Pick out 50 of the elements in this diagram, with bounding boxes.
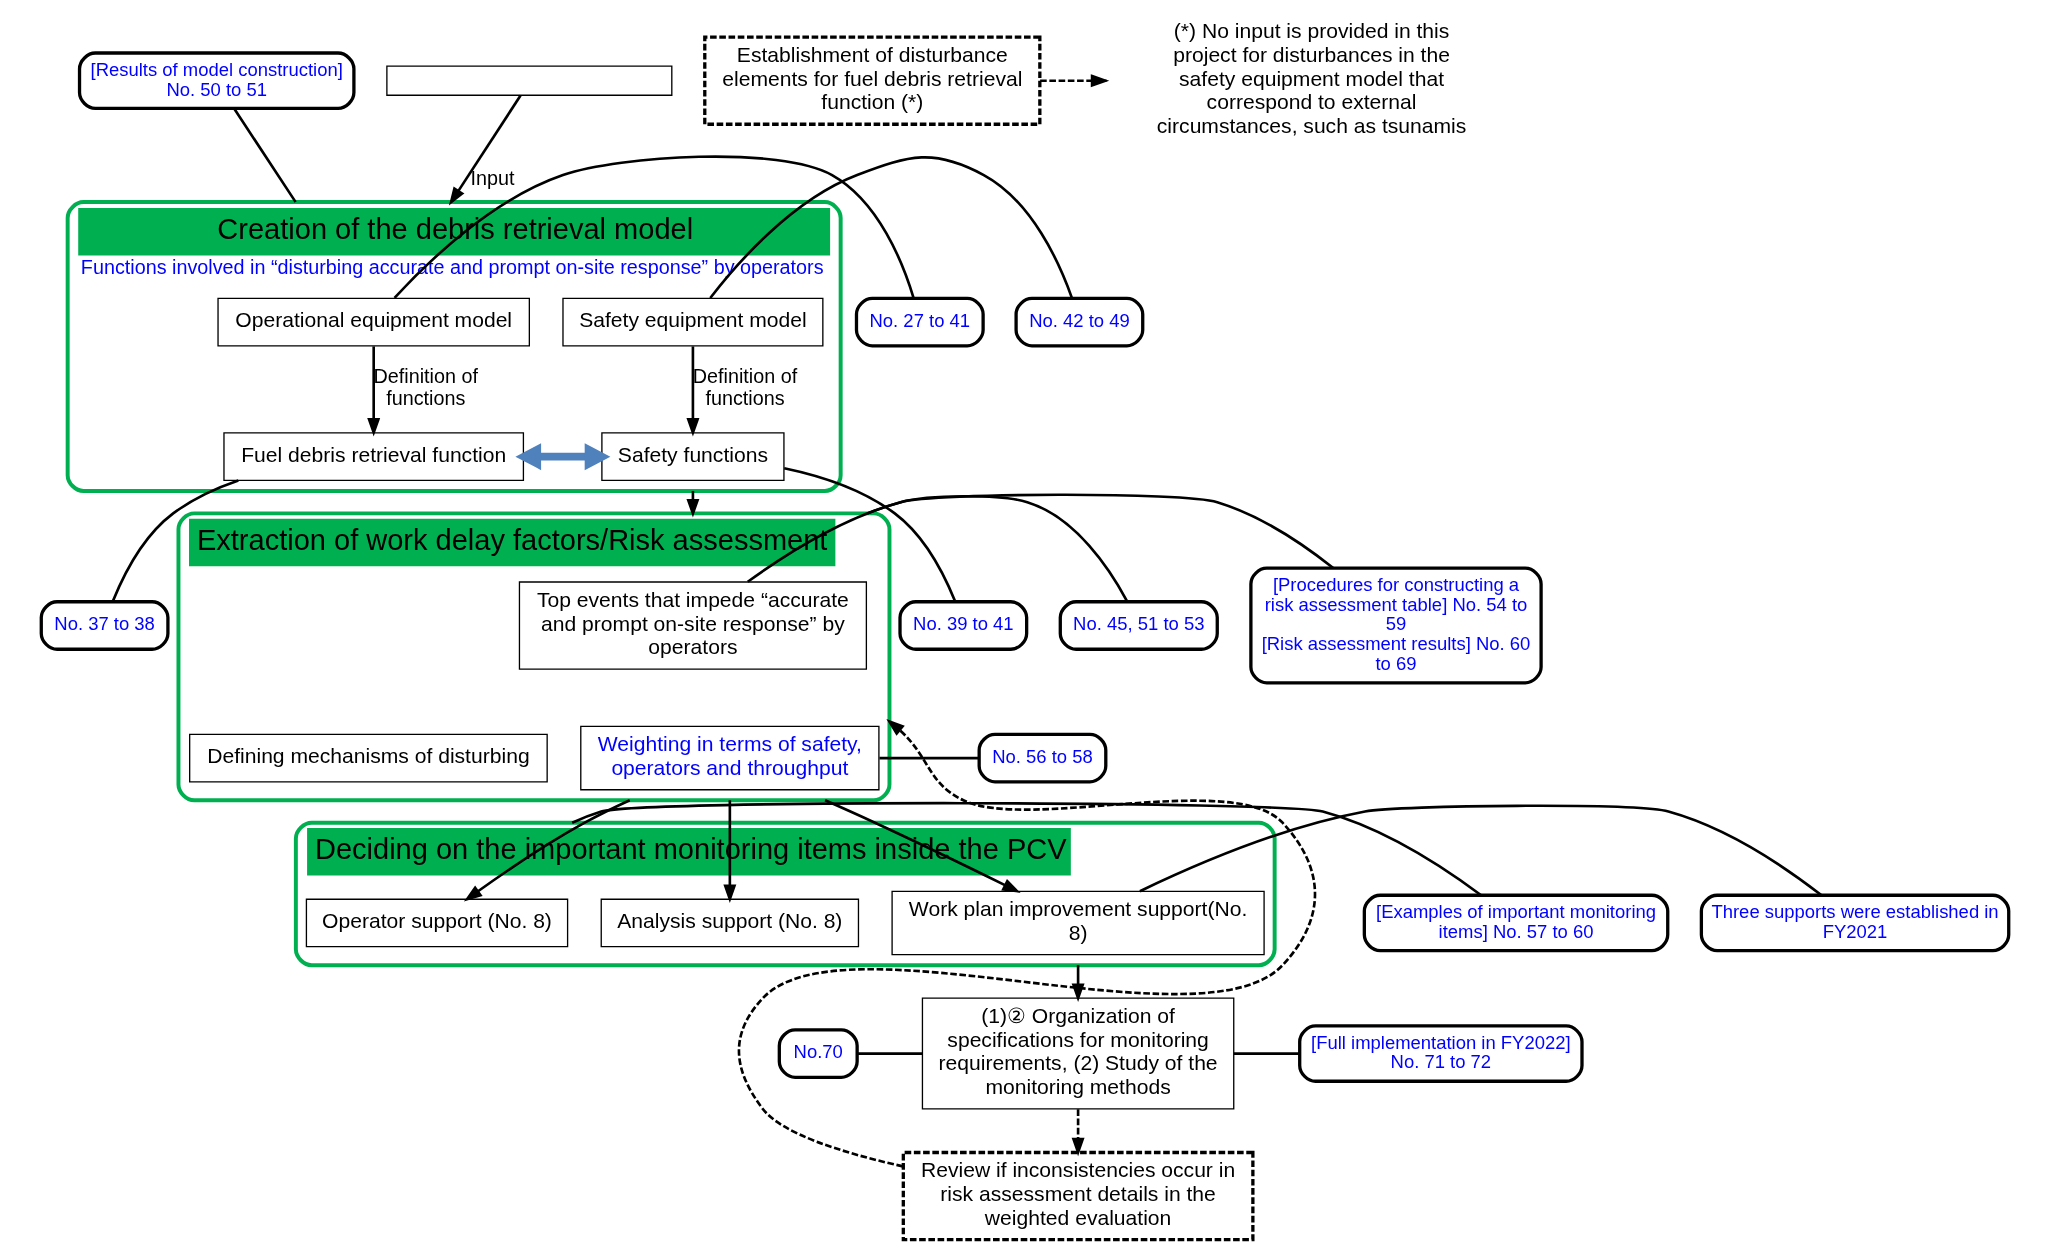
node-box: Defining mechanisms of disturbing bbox=[188, 733, 548, 783]
node-box: No. 45, 51 to 53 bbox=[1058, 600, 1219, 651]
connector bbox=[111, 479, 239, 603]
node-box: [Results of model construction] No. 50 to 51 bbox=[77, 51, 356, 111]
connector bbox=[571, 801, 1482, 897]
label: (*) No input is provided in this project for disturbances in the safety equipment model that correspond to external circumstances, such as tsunamis bbox=[1156, 19, 1466, 138]
arrow bbox=[1071, 1109, 1085, 1157]
connector bbox=[783, 466, 956, 603]
node-box: Safety equipment model bbox=[561, 297, 823, 347]
arrow bbox=[737, 719, 1316, 1168]
connector bbox=[856, 1052, 922, 1055]
edge-label: Definition of functions bbox=[373, 364, 478, 410]
node-box: No. 27 to 41 bbox=[854, 296, 985, 348]
node-box: Review if inconsistencies occur in risk assessment details in the weighted evaluation bbox=[901, 1150, 1255, 1242]
connector bbox=[232, 107, 297, 203]
connector bbox=[708, 156, 1073, 299]
node-box: [Full implementation in FY2022] No. 71 to 72 bbox=[1297, 1024, 1584, 1083]
node-box: (1)② Organization of specifications for monitoring requirements, (2) Study of the monitoring methods bbox=[921, 997, 1234, 1110]
arrow bbox=[463, 799, 630, 902]
arrow bbox=[448, 94, 522, 206]
connector bbox=[866, 493, 1334, 570]
node-box: Establishment of disturbance elements for fuel debris retrieval function (*) bbox=[702, 35, 1041, 126]
connector bbox=[1233, 1052, 1299, 1055]
node-box: Weighting in terms of safety, operators and throughput bbox=[579, 725, 880, 791]
arrow bbox=[685, 346, 699, 437]
node-box: Operator support (No. 8) bbox=[305, 898, 568, 948]
arrow bbox=[824, 799, 1021, 893]
node-box: No.70 bbox=[777, 1028, 859, 1079]
node-box: [Procedures for constructing a risk assessment table] No. 54 to 59 [Risk assessment results] No. 60 to 69 bbox=[1248, 566, 1543, 685]
edge-label: Input bbox=[469, 166, 514, 189]
connector bbox=[393, 155, 915, 299]
edge-label: Definition of functions bbox=[692, 364, 797, 410]
node-box bbox=[385, 65, 672, 96]
connector bbox=[746, 494, 1128, 602]
node-box: No. 56 to 58 bbox=[977, 732, 1107, 784]
node-box: Analysis support (No. 8) bbox=[600, 898, 859, 948]
node-box: No. 42 to 49 bbox=[1013, 296, 1144, 348]
node-box: Work plan improvement support(No. 8) bbox=[890, 890, 1265, 956]
node-box: Safety functions bbox=[600, 432, 785, 482]
arrow bbox=[514, 443, 610, 471]
node-box: Top events that impede “accurate and prompt on-site response” by operators bbox=[518, 581, 867, 670]
node-box: No. 37 to 38 bbox=[39, 600, 170, 651]
node-box: Three supports were established in FY2021 bbox=[1699, 893, 2010, 953]
connector bbox=[1138, 804, 1822, 897]
connector bbox=[878, 756, 979, 760]
node-box: [Examples of important monitoring items] No. 57 to 60 bbox=[1362, 893, 1669, 953]
node-box: Operational equipment model bbox=[216, 297, 530, 347]
node-box: Fuel debris retrieval function bbox=[222, 432, 524, 482]
arrow bbox=[366, 346, 380, 437]
node-box: No. 39 to 41 bbox=[897, 600, 1028, 651]
